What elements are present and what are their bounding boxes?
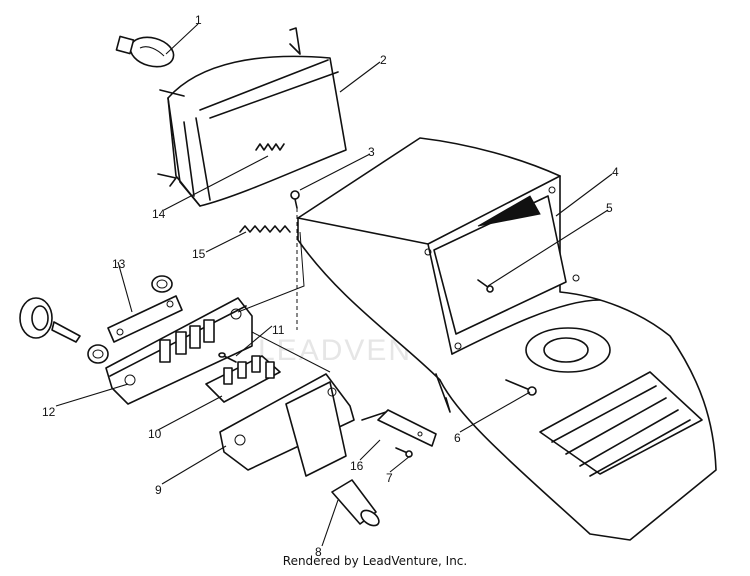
callout-12: 12 [42,405,56,419]
callout-7: 7 [386,471,393,485]
callout-4: 4 [612,165,619,179]
callout-3: 3 [368,145,375,159]
hood-pod [297,137,717,541]
switch-block-10 [205,355,281,403]
screw-3 [290,190,300,209]
grommet [151,275,173,293]
callout-10: 10 [148,427,162,441]
socket-8 [331,479,380,527]
headlight-housing [157,27,347,207]
callout-13: 13 [112,257,126,271]
callout-2: 2 [380,53,387,67]
callout-labels: 1 2 3 4 5 6 7 8 9 10 11 12 13 14 15 16 [42,13,619,559]
switch-panel-12 [105,297,253,405]
toggle-switch-16 [361,409,437,447]
plate-13 [107,295,183,343]
callout-14: 14 [152,207,166,221]
callout-5: 5 [606,201,613,215]
callout-15: 15 [192,247,206,261]
callout-16: 16 [350,459,364,473]
bracket-9 [219,373,355,477]
spring-15 [239,225,291,233]
callout-8: 8 [315,545,322,559]
callout-11: 11 [272,323,285,337]
callout-6: 6 [454,431,461,445]
callout-9: 9 [155,483,162,497]
screw-6 [505,379,537,396]
credit-text: Rendered by LeadVenture, Inc. [282,554,468,568]
screw-5 [477,279,494,293]
ignition-lock [19,297,109,364]
pin-11 [218,352,237,363]
bulb [115,35,175,68]
leader-lines [55,23,613,547]
spring-14 [255,143,285,151]
callout-1: 1 [195,13,202,27]
